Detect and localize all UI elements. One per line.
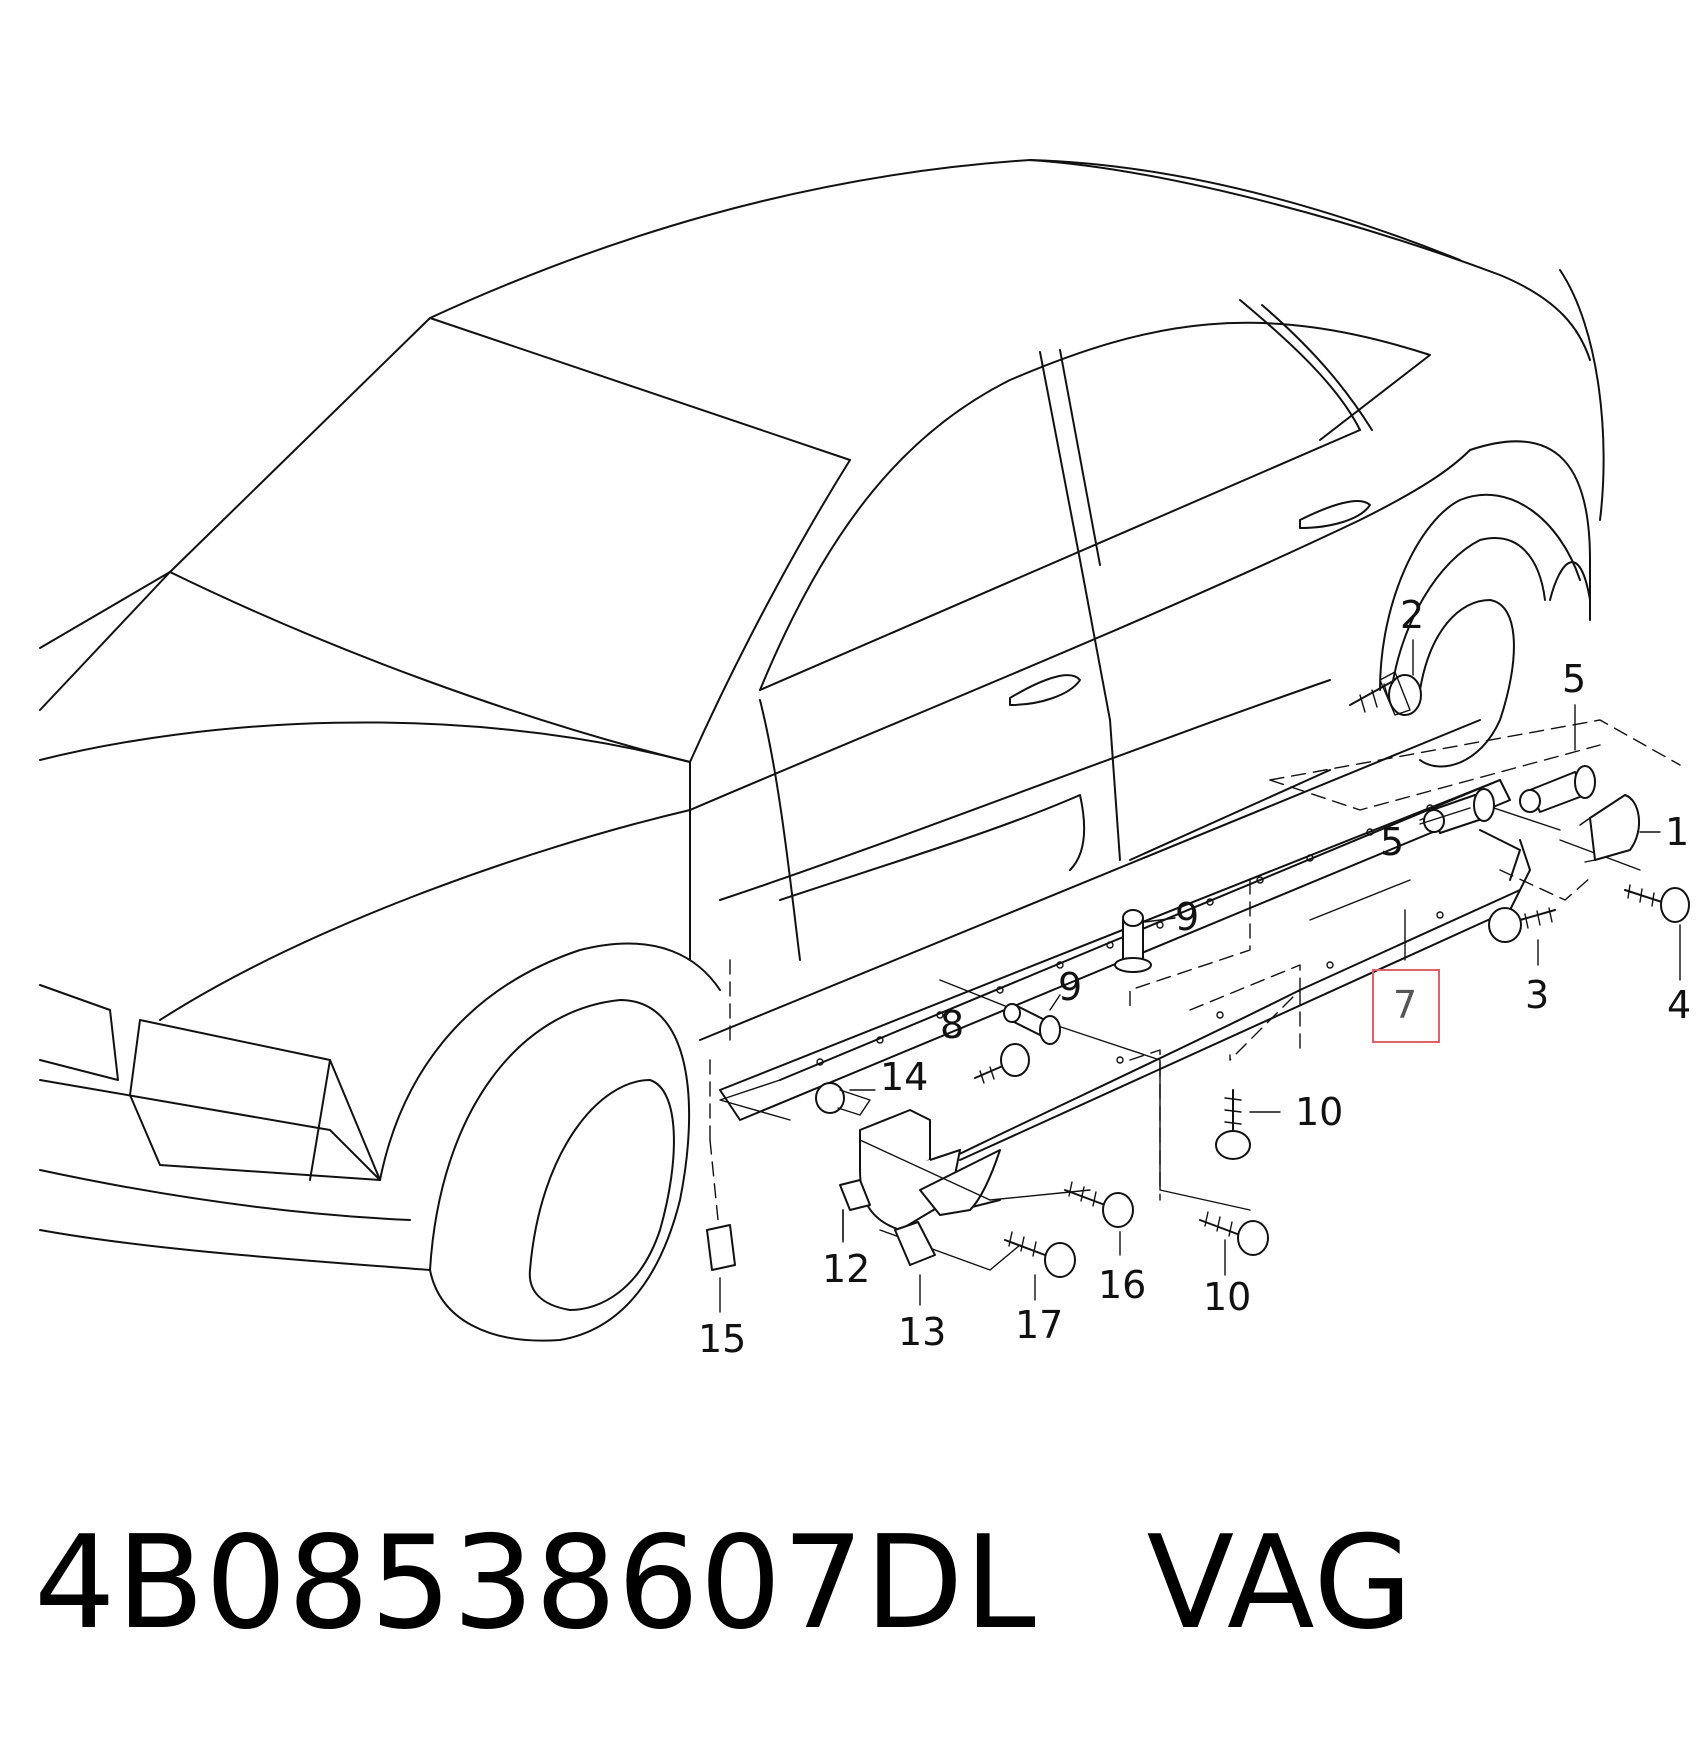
callout-4: 4 <box>1667 983 1691 1027</box>
brand-name: VAG <box>1146 1509 1414 1658</box>
callout-5a: 5 <box>1562 657 1586 701</box>
callout-13: 13 <box>898 1310 946 1354</box>
callout-5b: 5 <box>1380 820 1404 864</box>
callout-9b: 9 <box>1058 965 1082 1009</box>
screw-part-4 <box>1624 884 1690 923</box>
callout-9a: 9 <box>1175 895 1199 939</box>
clip-pin-part-9b <box>1003 1003 1061 1045</box>
screw-part-17 <box>1004 1231 1076 1278</box>
highlight-box-part-7 <box>1372 969 1440 1043</box>
clip-pin-part-9a <box>1114 909 1152 973</box>
callout-15: 15 <box>698 1317 746 1361</box>
screw-part-10a <box>1215 1089 1251 1160</box>
callout-2: 2 <box>1400 593 1424 637</box>
callout-12: 12 <box>822 1247 870 1291</box>
callouts: 2 5 5 1 4 3 7 9 9 8 10 10 14 12 13 17 16 <box>698 593 1691 1361</box>
callout-16: 16 <box>1098 1263 1146 1307</box>
callout-7: 7 <box>1393 983 1417 1027</box>
callout-1: 1 <box>1665 810 1689 854</box>
callout-10a: 10 <box>1295 1090 1343 1134</box>
callout-14: 14 <box>880 1055 928 1099</box>
part-number: 4B08538607DL <box>34 1509 1037 1658</box>
car-body-outline <box>39 159 1605 1342</box>
callout-17: 17 <box>1015 1303 1063 1347</box>
clip-pin-part-5a <box>1519 765 1596 813</box>
fasteners <box>706 671 1690 1278</box>
screw-part-3 <box>1488 907 1556 943</box>
screw-part-2 <box>1349 671 1422 716</box>
callout-3: 3 <box>1525 973 1549 1017</box>
clip-part-13 <box>894 1221 936 1266</box>
clip-pin-part-5b <box>1423 788 1495 834</box>
front-bracket <box>839 1109 1001 1231</box>
clip-part-15 <box>706 1224 736 1271</box>
screw-part-10b <box>1199 1211 1269 1256</box>
callout-8: 8 <box>940 1003 964 1047</box>
leader-lines <box>709 719 1681 1271</box>
screw-part-8 <box>974 1043 1030 1084</box>
screw-part-16 <box>1064 1181 1134 1228</box>
callout-10b: 10 <box>1203 1275 1251 1319</box>
end-cap-part-1 <box>1579 794 1641 863</box>
clip-part-14 <box>815 1082 871 1116</box>
